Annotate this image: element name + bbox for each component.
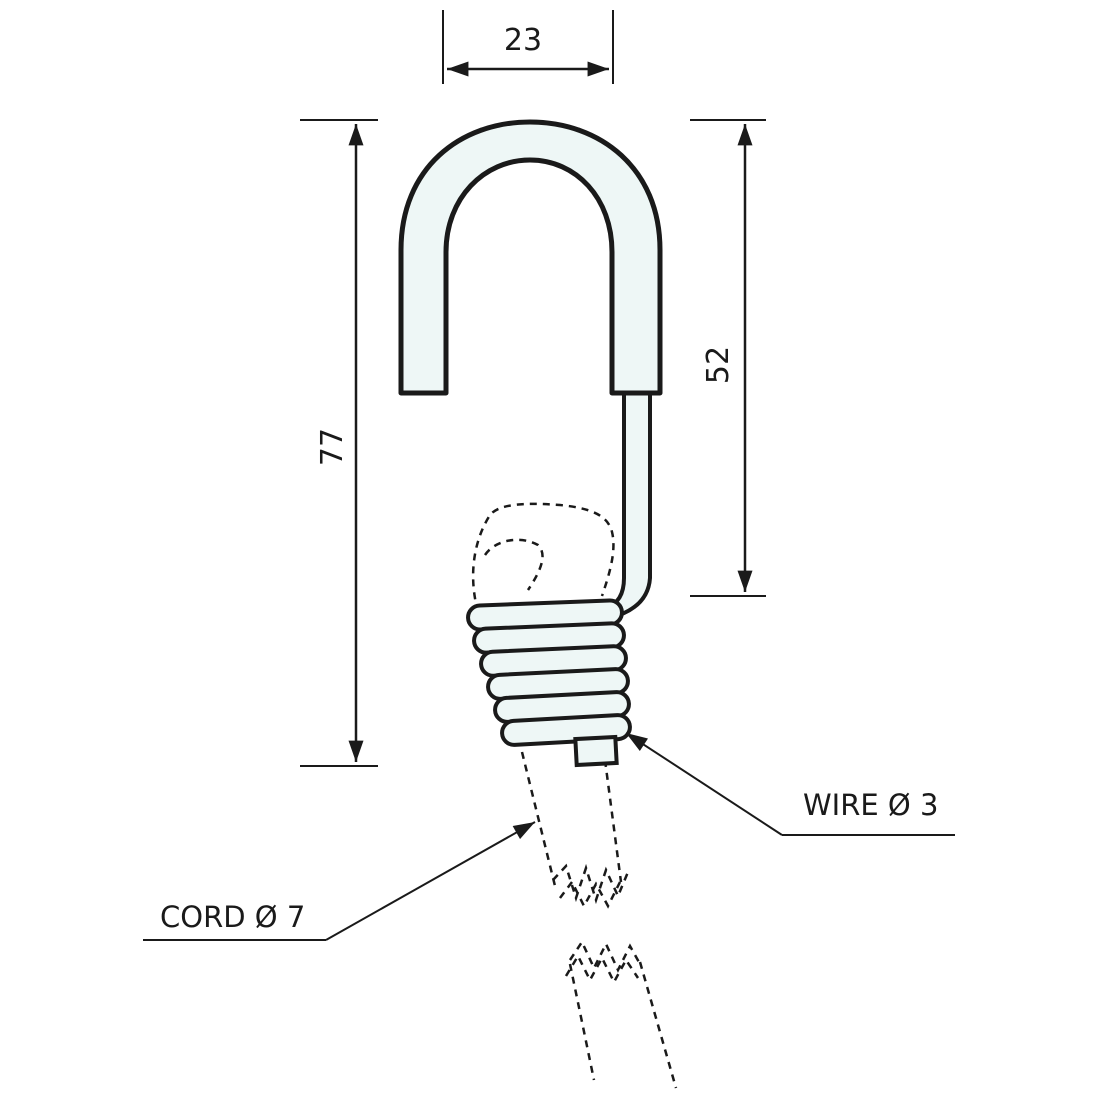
cord-leader-line [325, 821, 536, 941]
cord-callout: CORD Ø 7 [143, 821, 536, 941]
cord-break-bottom [568, 939, 642, 973]
overall-height-dimension: 77 [300, 119, 378, 767]
cord-lower-left-edge [568, 963, 596, 1081]
cord-break-bottom-2 [564, 953, 640, 985]
hook-height-value: 52 [701, 346, 736, 384]
cord-label: CORD Ø 7 [160, 900, 305, 934]
cord-lower-right-edge [638, 961, 678, 1089]
width-dimension: 23 [442, 10, 614, 84]
spring-coils [466, 598, 632, 768]
wire-callout: WIRE Ø 3 [625, 732, 955, 836]
hook-height-dimension: 52 [690, 119, 766, 597]
cord-end-inner-fold [483, 538, 544, 591]
cord-break-top-2 [559, 879, 622, 909]
cord-hidden-lines [471, 502, 678, 1089]
spring-wire-tail [573, 734, 619, 768]
cord-right-edge [603, 759, 623, 883]
cord-end-loop [471, 502, 615, 613]
wire-leader-line [625, 732, 783, 836]
wire-label: WIRE Ø 3 [803, 788, 938, 822]
hook-u-shape [398, 119, 663, 396]
width-value: 23 [504, 23, 542, 58]
hook-u-coating [398, 119, 663, 396]
overall-height-value: 77 [315, 428, 350, 466]
cord-left-edge [520, 751, 558, 891]
cord-break-top [552, 863, 630, 905]
